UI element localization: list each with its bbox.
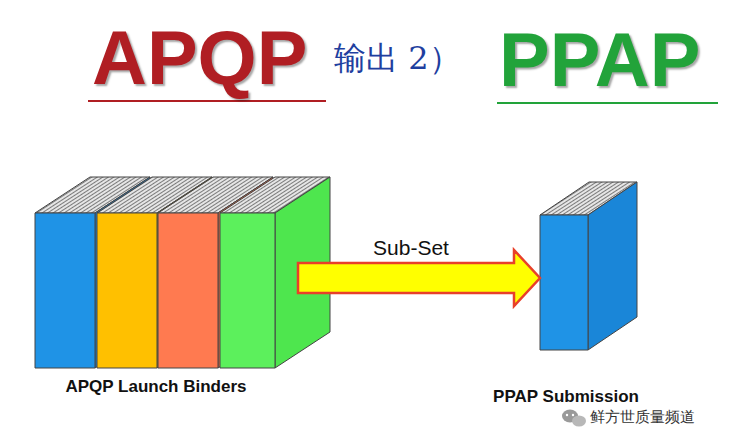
title-word: APQP xyxy=(92,20,307,96)
title-underline xyxy=(88,100,326,102)
arrow-label: Sub-Set xyxy=(373,237,449,258)
title-underline xyxy=(497,102,718,104)
wechat-icon xyxy=(562,410,586,427)
title-word: PPAP xyxy=(499,22,700,98)
binder xyxy=(540,182,637,350)
block-arrow xyxy=(298,250,540,306)
binder-group: PPAP Submission xyxy=(540,182,637,350)
binder-group: APQP Launch Binders xyxy=(35,177,298,368)
watermark: 鲜方世质量频道 xyxy=(590,410,695,425)
binder-caption: APQP Launch Binders xyxy=(65,378,246,397)
title-word: 输出 2） xyxy=(334,42,461,74)
binder-caption: PPAP Submission xyxy=(493,388,639,407)
